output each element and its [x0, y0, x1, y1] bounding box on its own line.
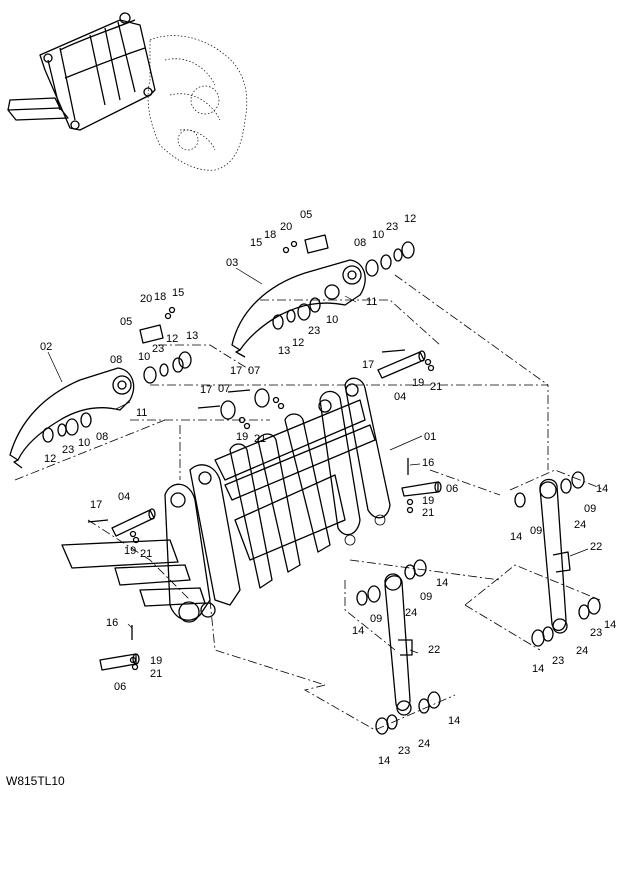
fork-frame — [61, 377, 391, 623]
callout-12: 12 — [292, 337, 304, 349]
callout-12: 12 — [166, 333, 178, 345]
callout-13: 13 — [186, 330, 198, 342]
callout-03: 03 — [226, 257, 238, 269]
callout-23: 23 — [590, 627, 602, 639]
callout-14: 14 — [352, 625, 364, 637]
callout-23: 23 — [386, 221, 398, 233]
callout-11: 11 — [366, 296, 377, 308]
callout-10: 10 — [326, 314, 338, 326]
callout-09: 09 — [584, 503, 596, 515]
callout-15: 15 — [172, 287, 184, 299]
callout-21: 21 — [140, 548, 152, 560]
callout-21: 21 — [422, 507, 434, 519]
callout-23: 23 — [308, 325, 320, 337]
callout-16: 16 — [422, 457, 434, 469]
callout-07: 07 — [218, 383, 230, 395]
callout-21: 21 — [254, 433, 266, 445]
overview-thumbnail — [7, 12, 248, 171]
callout-17: 17 — [230, 365, 242, 377]
callout-17: 17 — [200, 384, 212, 396]
callout-15: 15 — [250, 237, 262, 249]
callout-24: 24 — [418, 738, 430, 750]
callout-21: 21 — [150, 668, 162, 680]
callout-22: 22 — [590, 541, 602, 553]
callout-07: 07 — [248, 365, 260, 377]
callout-16: 16 — [106, 617, 118, 629]
alignment-lines — [14, 274, 606, 731]
drawing-code: W815TL10 — [6, 774, 65, 788]
callout-13: 13 — [278, 345, 290, 357]
callout-17: 17 — [362, 359, 374, 371]
callout-14: 14 — [436, 577, 448, 589]
fasteners — [129, 240, 435, 671]
callout-10: 10 — [138, 351, 150, 363]
callout-14: 14 — [596, 483, 608, 495]
callout-14: 14 — [604, 619, 616, 631]
callout-08: 08 — [110, 354, 122, 366]
callout-17: 17 — [90, 499, 102, 511]
callout-02: 02 — [40, 341, 52, 353]
callout-12: 12 — [404, 213, 416, 225]
callout-14: 14 — [448, 715, 460, 727]
callout-04: 04 — [118, 491, 130, 503]
callout-08: 08 — [354, 237, 366, 249]
callout-20: 20 — [140, 293, 152, 305]
callout-05: 05 — [300, 209, 312, 221]
callout-14: 14 — [510, 531, 522, 543]
bushings-and-washers — [42, 241, 601, 735]
callout-24: 24 — [574, 519, 586, 531]
callout-24: 24 — [576, 645, 588, 657]
callout-23: 23 — [152, 343, 164, 355]
callout-14: 14 — [532, 663, 544, 675]
callout-01: 01 — [424, 431, 436, 443]
callout-23: 23 — [552, 655, 564, 667]
callout-23: 23 — [62, 444, 74, 456]
leader-lines — [47, 267, 589, 654]
callout-19: 19 — [412, 377, 424, 389]
callout-21: 21 — [430, 381, 442, 393]
callout-04: 04 — [394, 391, 406, 403]
callout-12: 12 — [44, 453, 56, 465]
callout-09: 09 — [370, 613, 382, 625]
callout-22: 22 — [428, 644, 440, 656]
callout-09: 09 — [530, 525, 542, 537]
callout-10: 10 — [372, 229, 384, 241]
callout-19: 19 — [150, 655, 162, 667]
callout-10: 10 — [78, 437, 90, 449]
clamp-arm-right — [231, 259, 366, 358]
callout-labels: 01 02 03 04 04 05 05 06 06 07 07 08 08 0… — [40, 209, 616, 767]
callout-14: 14 — [378, 755, 390, 767]
callout-06: 06 — [114, 681, 126, 693]
callout-18: 18 — [154, 291, 166, 303]
callout-19: 19 — [422, 495, 434, 507]
callout-18: 18 — [264, 229, 276, 241]
callout-09: 09 — [420, 591, 432, 603]
pins — [87, 234, 442, 671]
hydraulic-cylinders — [384, 478, 571, 716]
callout-20: 20 — [280, 221, 292, 233]
callout-23: 23 — [398, 745, 410, 757]
callout-19: 19 — [236, 431, 248, 443]
callout-06: 06 — [446, 483, 458, 495]
callout-05: 05 — [120, 316, 132, 328]
callout-08: 08 — [96, 431, 108, 443]
callout-19: 19 — [124, 545, 136, 557]
callout-11: 11 — [136, 407, 147, 419]
callout-24: 24 — [405, 607, 417, 619]
